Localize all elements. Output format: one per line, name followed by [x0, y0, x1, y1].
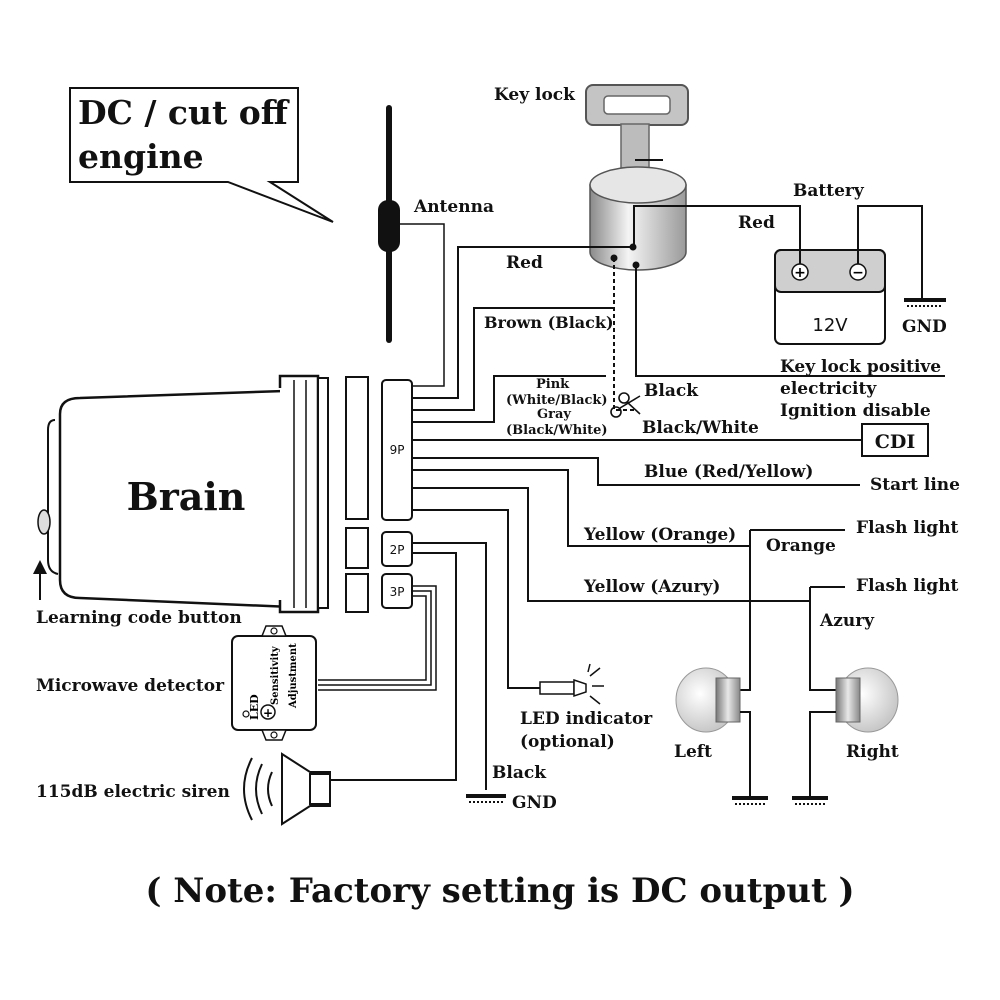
red-battery-wire: [633, 205, 801, 264]
pink-label: Pink: [536, 377, 570, 392]
black-gnd-gnd-label: GND: [512, 793, 557, 813]
orange-label: Orange: [766, 536, 836, 556]
right-label: Right: [846, 742, 899, 762]
black-label: Black: [644, 381, 699, 401]
left-label: Left: [674, 742, 712, 762]
brain-label: Brain: [127, 474, 246, 519]
adjustment-label: Adjustment: [288, 643, 299, 709]
led-indicator: LED indicator (optional): [520, 663, 653, 752]
brown-black-label: Brown (Black): [484, 313, 614, 332]
connector-3p: 3P: [381, 573, 413, 609]
azury-label: Azury: [819, 611, 875, 631]
svg-text:+: +: [794, 265, 806, 281]
yellow-orange-label: Yellow (Orange): [583, 525, 736, 545]
3p-wire-1: [318, 585, 437, 691]
electric-siren-label: 115dB electric siren: [36, 782, 230, 802]
electric-siren: 115dB electric siren: [36, 752, 331, 826]
orange-wire: [740, 530, 751, 691]
key-lock-positive-1: Key lock positive: [780, 357, 941, 377]
right-bulb: Right: [792, 667, 899, 805]
microwave-detector-label: Microwave detector: [36, 676, 225, 696]
flash-light-1-label: Flash light: [856, 518, 959, 538]
led-indicator-wire: [412, 509, 540, 689]
left-bulb: Left: [674, 667, 768, 805]
sensitivity-label: Sensitivity: [270, 645, 281, 705]
microwave-detector: LED Sensitivity Adjustment + Microwave d…: [36, 625, 317, 741]
battery-gnd-label: GND: [902, 317, 947, 337]
led-indicator-label-2: (optional): [520, 732, 615, 752]
red-top-label: Red: [506, 253, 543, 273]
ignition-disable-label: Ignition disable: [780, 401, 931, 421]
yellow-azury-wire: [412, 487, 810, 602]
led-small-label: LED: [248, 694, 261, 720]
brown-black-wire: [613, 258, 635, 411]
callout-bubble: DC / cut off engine: [69, 87, 334, 223]
battery-voltage: 12V: [812, 315, 848, 336]
ground-symbol: [904, 298, 946, 307]
red-wire: [412, 246, 633, 399]
pink-wire: [412, 375, 606, 423]
connector-2p-label: 2P: [390, 543, 405, 557]
svg-text:−: −: [852, 265, 864, 281]
yellow-orange-wire: [412, 469, 750, 547]
battery-label: Battery: [793, 181, 865, 201]
connector-2p: 2P: [381, 531, 413, 567]
ground-symbol-main: [466, 794, 506, 803]
cdi-label: CDI: [875, 431, 916, 453]
2p-black-wire: [412, 542, 487, 790]
black-white-small-label: (Black/White): [506, 423, 608, 438]
antenna-label: Antenna: [413, 197, 494, 217]
key-lock: Key lock: [494, 84, 689, 271]
connector-9p: 9P: [381, 379, 413, 521]
azury-wire: [809, 587, 836, 691]
connector-3p-label: 3P: [390, 585, 405, 599]
learning-code-label: Learning code button: [36, 608, 242, 628]
3p-wire-3: [318, 595, 427, 681]
brain-unit: Brain: [37, 374, 329, 614]
scissors-icon: [610, 392, 641, 418]
3p-wire-2: [318, 590, 432, 686]
flash-light-2-label: Flash light: [856, 576, 959, 596]
start-line-label: Start line: [870, 475, 960, 495]
antenna: Antenna: [378, 105, 494, 387]
cdi-box: [861, 423, 929, 457]
battery: Battery + − 12V GND: [774, 181, 947, 345]
callout-line-1: DC / cut off: [78, 93, 290, 132]
key-lock-label: Key lock: [494, 85, 576, 105]
red-battery-label: Red: [738, 213, 775, 233]
svg-text:+: +: [263, 706, 273, 720]
callout-line-2: engine: [78, 137, 204, 176]
learning-code-button: Learning code button: [33, 560, 242, 628]
gray-label: Gray: [537, 407, 571, 422]
key-lock-positive-2: electricity: [780, 379, 877, 399]
2p-siren-wire: [330, 552, 457, 781]
brown-wire: [412, 307, 614, 411]
connector-slots: [345, 376, 369, 613]
black-gnd-black-label: Black: [492, 763, 547, 783]
blue-wire: [412, 457, 860, 486]
blue-red-yellow-label: Blue (Red/Yellow): [644, 462, 813, 482]
factory-note: ( Note: Factory setting is DC output ): [145, 871, 854, 911]
led-indicator-label-1: LED indicator: [520, 709, 653, 729]
connector-9p-label: 9P: [390, 443, 405, 457]
black-white-label: Black/White: [642, 418, 759, 438]
white-black-label: (White/Black): [506, 393, 608, 408]
key-lock-positive-wire: [635, 265, 945, 377]
yellow-azury-label: Yellow (Azury): [583, 577, 720, 597]
